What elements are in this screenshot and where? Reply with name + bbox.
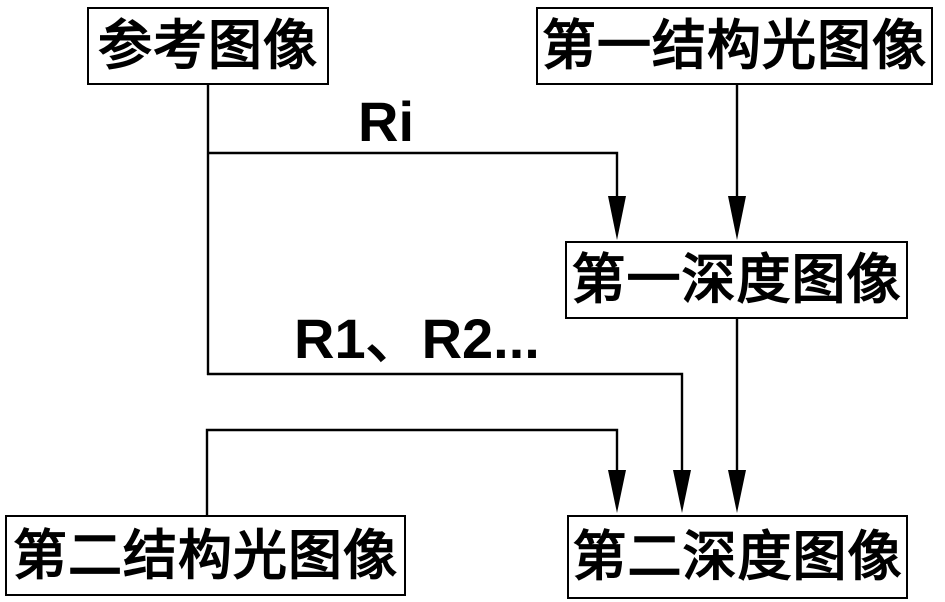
arrowhead-icon: [728, 196, 746, 240]
edge-label-ri: Ri: [358, 90, 414, 153]
line-r1r2-branch: [207, 372, 684, 472]
node-first-structured-light-image: 第一结构光图像: [536, 7, 933, 85]
node-second-depth-image: 第二深度图像: [567, 515, 908, 599]
edge-label-r1-r2: R1、R2...: [294, 307, 540, 370]
line-ri-branch: [208, 151, 619, 198]
line-second-sl-path: [205, 428, 619, 515]
node-second-structured-light-image: 第二结构光图像: [5, 515, 406, 596]
node-reference-image: 参考图像: [87, 7, 329, 85]
arrowhead-icon: [608, 196, 626, 240]
arrowhead-icon: [728, 470, 746, 513]
node-first-depth-image: 第一深度图像: [565, 241, 908, 319]
arrowhead-icon: [673, 470, 691, 513]
arrowhead-icon: [608, 470, 626, 513]
